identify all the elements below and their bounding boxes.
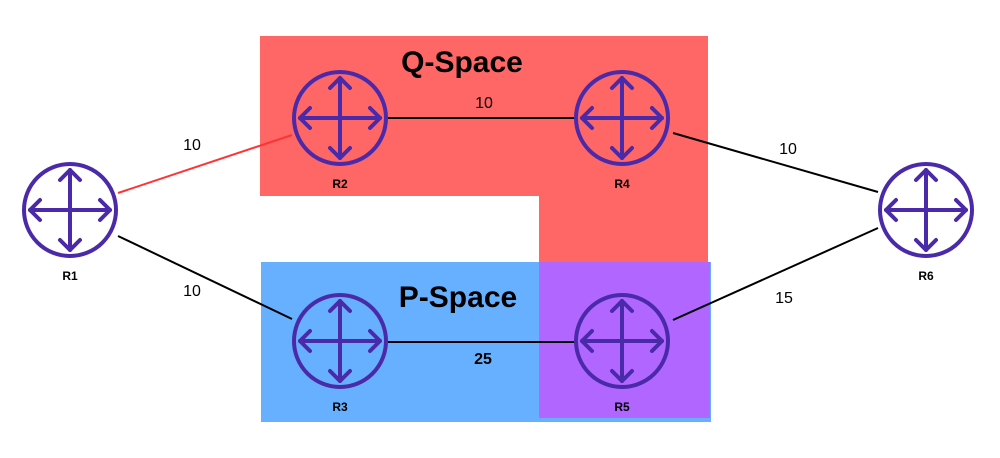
router-icon [22, 162, 118, 258]
link-r5-r6 [672, 227, 879, 321]
arrows-cross-icon [298, 299, 382, 383]
cost-r3-r5: 25 [474, 351, 492, 368]
router-icon [878, 162, 974, 258]
arrows-cross-icon [884, 168, 968, 252]
router-label: R6 [918, 269, 934, 283]
arrows-cross-icon [28, 168, 112, 252]
router-icon [292, 70, 388, 166]
router-icon [292, 293, 388, 389]
link-r1-r3 [117, 235, 293, 320]
cost-r1-r2: 10 [183, 137, 201, 154]
link-r4-r6 [672, 132, 879, 193]
router-icon [574, 70, 670, 166]
router-r6[interactable]: R6 [878, 162, 974, 283]
router-label: R3 [332, 400, 348, 414]
router-r3[interactable]: R3 [292, 293, 388, 414]
router-label: R1 [62, 269, 78, 283]
router-icon [574, 293, 670, 389]
arrows-cross-icon [580, 299, 664, 383]
router-label: R2 [332, 177, 348, 191]
cost-r1-r3: 10 [183, 283, 201, 300]
router-r2[interactable]: R2 [292, 70, 388, 191]
cost-r4-r6: 10 [779, 141, 797, 158]
cost-r2-r4: 10 [475, 95, 493, 112]
arrows-cross-icon [298, 76, 382, 160]
q-space-title: Q-Space [401, 46, 523, 79]
arrows-cross-icon [580, 76, 664, 160]
p-space-title: P-Space [399, 281, 517, 314]
router-r1[interactable]: R1 [22, 162, 118, 283]
link-r1-r2 [117, 134, 293, 194]
router-r5[interactable]: R5 [574, 293, 670, 414]
cost-r5-r6: 15 [775, 290, 793, 307]
router-label: R4 [614, 177, 630, 191]
router-label: R5 [614, 400, 630, 414]
router-r4[interactable]: R4 [574, 70, 670, 191]
